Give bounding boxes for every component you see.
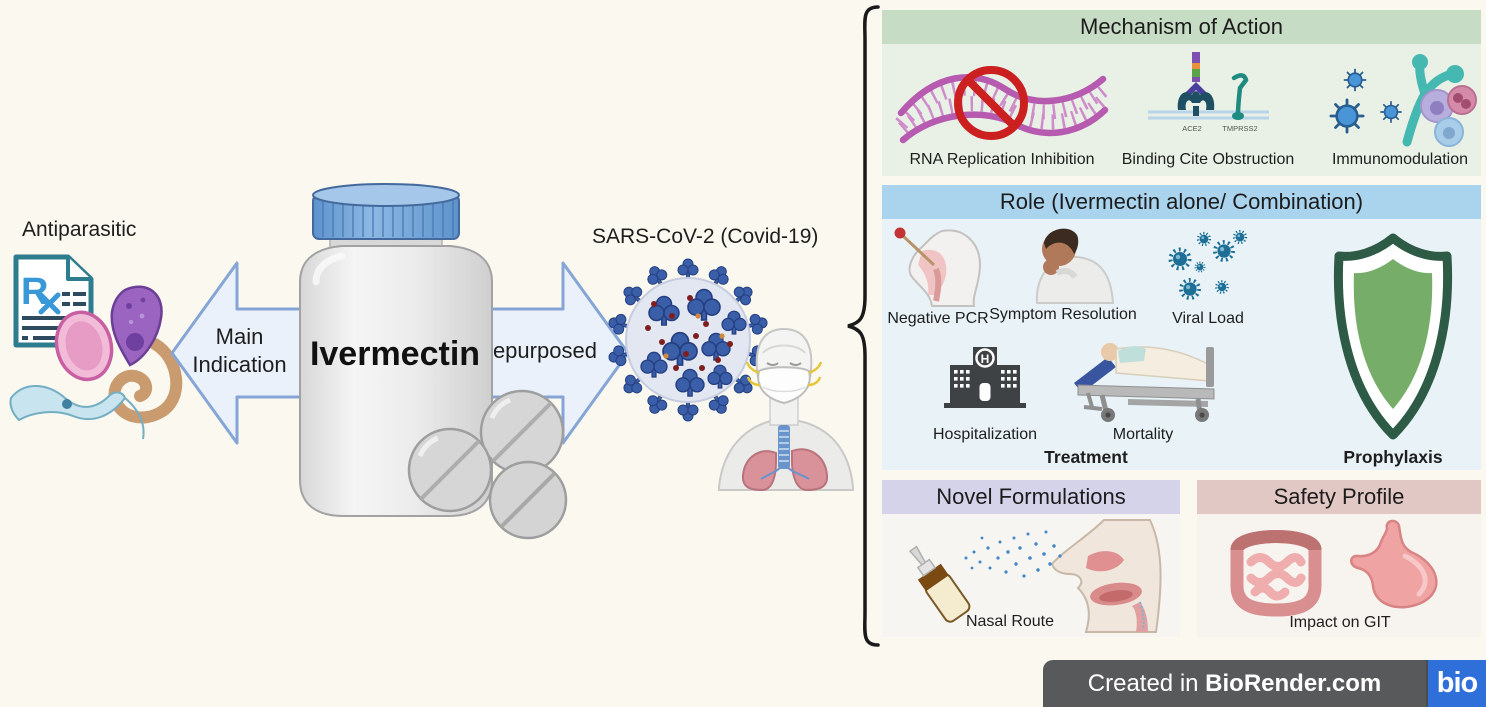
role-panel: Role (Ivermectin alone/ Combination) [882,185,1481,470]
mechanism-item-label: Immunomodulation [1331,151,1469,168]
viral-load-icon [1168,229,1248,300]
amastigote-icon [110,285,163,367]
role-item-label: Symptom Resolution [989,306,1137,323]
hospital-bed-icon [1074,343,1215,422]
trachea-icon [778,425,790,469]
prophylaxis-label: Prophylaxis [1343,447,1443,467]
antiparasitic-title: Antiparasitic [22,218,137,241]
role-item-label: Viral Load [1172,310,1244,327]
mechanism-item-label: RNA Replication Inhibition [909,151,1095,168]
negative-pcr-icon [894,227,982,307]
impact-git-label: Impact on GIT [1289,614,1391,631]
role-item-label: Mortality [1112,426,1174,443]
grouping-brace [847,5,880,647]
nasal-route-icon [908,519,1162,633]
novel-title: Novel Formulations [882,480,1180,514]
spray-mist [964,530,1062,578]
biorender-credit: Created in BioRender.com [1087,669,1382,697]
nasal-route-label: Nasal Route [965,613,1055,630]
hospital-letter: H [981,352,990,366]
biorender-badge: Created in BioRender.com bio [1043,660,1486,707]
tmprss2-icon [1231,73,1249,120]
binding-site-icon: ACE2 TMPRSS2 [1148,52,1269,133]
coughing-person-icon [1035,228,1115,304]
coronavirus-icon [606,258,770,422]
role-item-label: Negative PCR [887,310,989,327]
safety-profile-panel: Safety Profile Impact on GIT [1197,480,1481,637]
role-title: Role (Ivermectin alone/ Combination) [882,185,1481,219]
parasites-illustration [9,285,183,440]
face-mask-icon [745,361,823,405]
mechanism-title: Mechanism of Action [882,10,1481,44]
immunomodulation-icon [1329,54,1477,147]
prohibition-icon [954,66,1028,140]
stomach-icon [1350,519,1438,609]
trypanosome-icon [9,384,145,440]
repurposed-label: Repurposed [477,338,597,363]
sars-cov2-title: SARS-CoV-2 (Covid-19) [592,225,819,248]
rna-inhibition-icon [895,66,1111,144]
mechanism-panel: Mechanism of Action [882,10,1481,176]
bottle-label: Ivermectin [309,335,481,373]
right-panel: Mechanism of Action [882,10,1481,637]
tmprss2-label: TMPRSS2 [1222,124,1257,133]
masked-person-icon [718,327,854,492]
ace2-receptor-icon [1177,91,1215,116]
bottle-cap [312,183,460,240]
parasite-egg-icon [54,310,114,382]
biorender-logo-icon: bio [1426,660,1486,707]
mechanism-item-label: Binding Cite Obstruction [1121,151,1295,168]
immune-cells-icon [1420,85,1477,147]
novel-formulations-panel: Novel Formulations [882,480,1180,637]
safety-title: Safety Profile [1197,480,1481,514]
main-indication-label: Main Indication [192,324,287,377]
ace2-label: ACE2 [1182,124,1202,133]
head-cross-section-icon [1050,519,1162,633]
role-item-label: Hospitalization [932,426,1038,443]
treatment-label: Treatment [1044,447,1128,467]
prophylaxis-shield-icon [1333,233,1453,440]
lungs-icon [741,448,829,492]
pills-icon [407,389,568,540]
hospital-icon: H [944,347,1026,408]
spike-protein-icon [1184,52,1208,96]
intestine-icon [1230,530,1322,617]
nasal-spray-bottle-icon [908,545,971,623]
